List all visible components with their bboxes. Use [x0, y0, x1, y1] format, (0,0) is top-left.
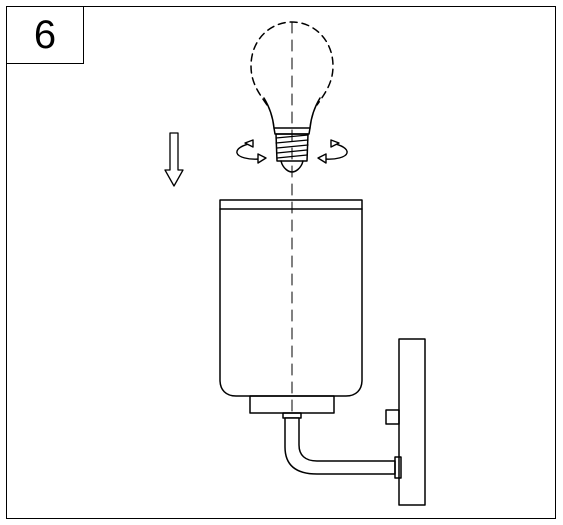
step-number: 6 [33, 13, 57, 57]
bulb-glass-dome [250, 21, 334, 106]
bulb-tip-contact [280, 160, 304, 173]
mounting-screw [385, 409, 400, 425]
bulb-glass-neck [263, 97, 321, 129]
bulb-screw-threads [275, 134, 309, 159]
instruction-diagram-frame: 6 [6, 6, 556, 519]
wall-backplate [398, 338, 426, 506]
light-bulb-icon [250, 21, 334, 173]
glass-shade [219, 199, 363, 397]
lamp-holder-cup [249, 395, 335, 414]
socket-nut [282, 412, 302, 419]
down-arrow-icon [164, 132, 184, 187]
rotate-arrow-left-icon [236, 139, 267, 164]
bulb-screw-base [275, 133, 309, 162]
arm-connector [394, 456, 402, 479]
bulb-collar [273, 127, 311, 135]
lamp-arm [284, 417, 396, 475]
rotate-arrow-right-icon [317, 139, 348, 164]
step-number-box: 6 [7, 7, 84, 64]
